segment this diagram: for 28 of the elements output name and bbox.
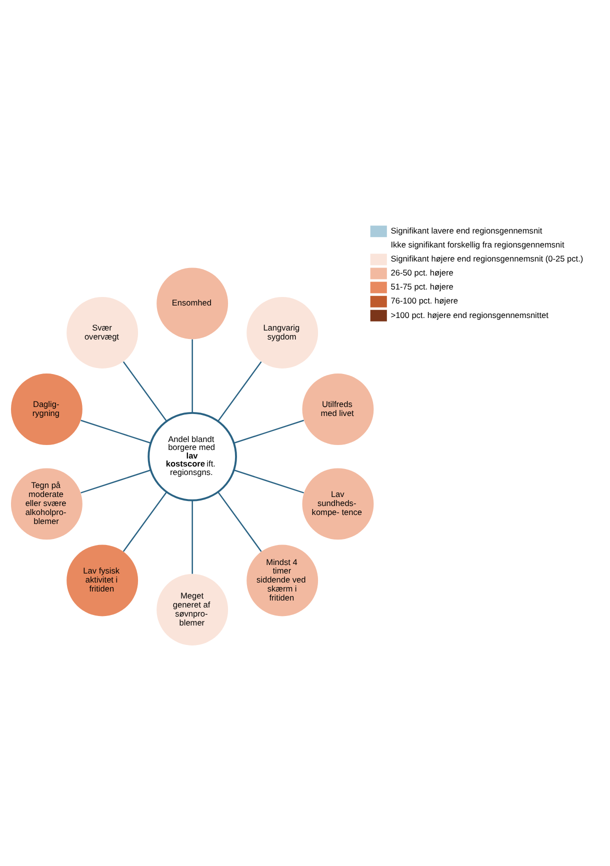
legend-label: Signifikant højere end regionsgennemsnit (0-25 pct.)	[390, 254, 584, 264]
legend-label: 76-100 pct. højere	[390, 296, 458, 306]
node-circle: Andel blandt borgere med lav kostscore ift. regionsgns.	[148, 412, 237, 502]
legend-label: Signifikant lavere end regionsgennemsnit	[390, 226, 542, 236]
node-circle: Langvarig sygdom	[246, 296, 318, 368]
connector	[234, 470, 304, 494]
node-circle: Lav sundheds- kompe- tence	[302, 468, 374, 540]
node-circle: Tegn på moderate eller svære alkoholpro- blemer	[10, 468, 82, 540]
node-circle: Daglig- rygning	[10, 374, 82, 445]
legend-label: Ikke signifikant forskellig fra regionsgennemsnit	[390, 240, 564, 250]
legend-label: 51-75 pct. højere	[390, 282, 454, 292]
node-circle: Meget generet af søvnpro- blemer	[156, 574, 228, 646]
node-circle: Lav fysisk aktivitet i fritiden	[66, 544, 138, 616]
legend-label: 26-50 pct. højere	[390, 268, 454, 278]
connector	[192, 500, 193, 574]
connector	[234, 420, 304, 444]
connector	[122, 361, 168, 422]
connector	[80, 420, 151, 444]
connector	[218, 492, 262, 552]
connector	[80, 470, 151, 494]
legend-label: >100 pct. højere end regionsgennemsnittet	[390, 310, 548, 320]
connector	[218, 361, 262, 422]
node-circle: Utilfreds med livet	[302, 374, 374, 445]
node-circle: Mindst 4 timer siddende ved skærm i fritiden	[246, 544, 318, 616]
connector	[192, 339, 193, 413]
node-circle: Svær overvægt	[66, 296, 138, 368]
connector	[122, 492, 168, 552]
node-circle: Ensomhed	[156, 268, 228, 340]
